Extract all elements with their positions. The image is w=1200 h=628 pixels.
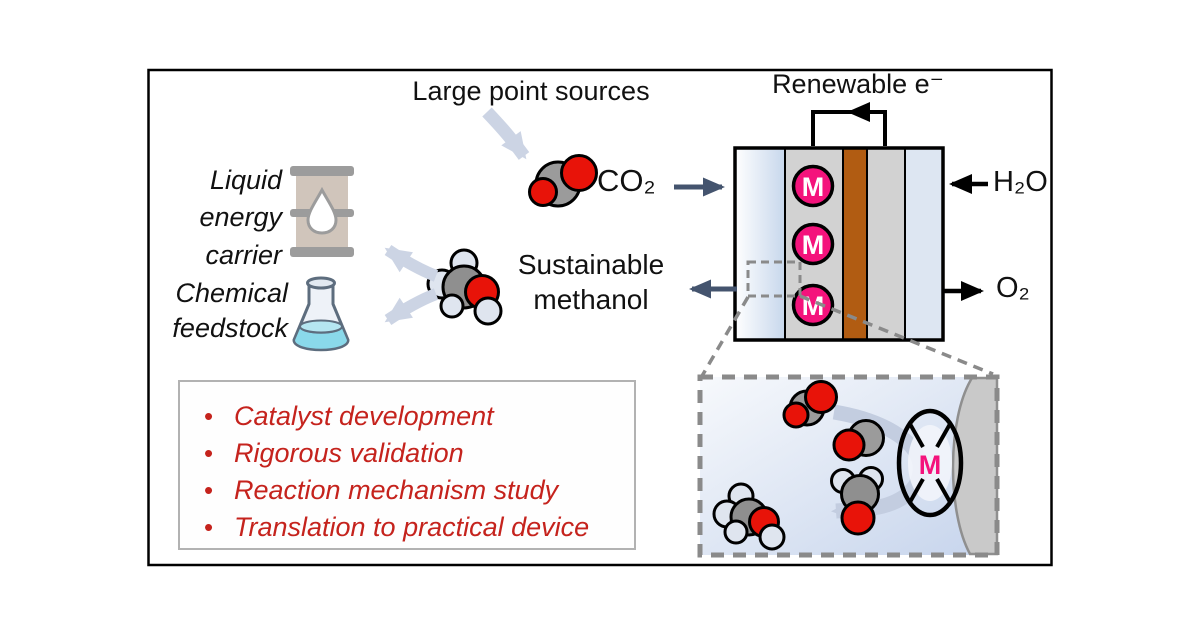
renewable-power-wire xyxy=(811,110,851,146)
oxygen-atom xyxy=(832,428,866,462)
bullet-icon: • xyxy=(204,401,214,431)
zoom-connector xyxy=(799,294,994,376)
list-item: • Rigorous validation xyxy=(204,435,634,472)
electrolyzer-outline xyxy=(733,146,945,342)
ligand-bond xyxy=(908,478,925,503)
oxygen-atom xyxy=(560,154,598,192)
barrel-band xyxy=(290,247,354,257)
goal-text: Catalyst development xyxy=(234,401,494,431)
methanol-product xyxy=(712,482,786,551)
flask-icon xyxy=(292,276,350,352)
goal-text: Rigorous validation xyxy=(234,438,464,468)
ligand-bond xyxy=(935,478,952,503)
ligand-bond xyxy=(935,423,952,448)
catalyst-m-label: M xyxy=(919,450,942,480)
oxygen-atom xyxy=(782,401,810,429)
oxygen-atom xyxy=(840,500,876,536)
ligand-ring xyxy=(896,408,964,518)
oil-drop-icon xyxy=(306,186,338,235)
zoom-connector xyxy=(700,296,750,377)
inset-dashed-border xyxy=(697,374,1000,558)
zoom-source-rect xyxy=(746,260,802,298)
catalyst-site xyxy=(791,222,835,266)
electrode-surface xyxy=(951,376,999,556)
list-item: • Catalyst development xyxy=(204,398,634,435)
molecular-catalyst-sites: M M M xyxy=(791,164,835,327)
chemical-feedstock-label: Chemical feedstock xyxy=(172,278,288,344)
hydrogen-atom xyxy=(758,523,786,551)
methanol-molecule xyxy=(426,248,503,326)
list-item: • Reaction mechanism study xyxy=(204,472,634,509)
catalyst-site xyxy=(791,164,835,208)
catalysis-zoom-inset: M xyxy=(697,374,1000,558)
catalyst-glow xyxy=(908,425,952,501)
anode-channel xyxy=(904,147,944,341)
point-source-arrow xyxy=(482,107,530,160)
catalyst-m-label: M xyxy=(802,172,825,202)
cathode-gas-channel xyxy=(734,147,786,341)
co2-label: CO₂ xyxy=(597,163,656,198)
co2-molecule-small xyxy=(782,380,838,429)
bullet-icon: • xyxy=(204,475,214,505)
molecular-catalyst-symbol: M xyxy=(896,408,964,518)
to-feedstock-arrow xyxy=(384,288,439,325)
to-energy-carrier-arrow xyxy=(384,245,439,282)
liquid-energy-carrier-label: Liquid energy carrier xyxy=(199,165,282,270)
bullet-icon: • xyxy=(204,438,214,468)
flask-mouth xyxy=(306,276,336,290)
anode-layer xyxy=(866,147,906,341)
liquid-surface xyxy=(299,319,343,334)
hydrogen-atom xyxy=(473,296,503,326)
goal-text: Reaction mechanism study xyxy=(234,475,559,505)
list-item: • Translation to practical device xyxy=(204,509,634,546)
research-goals-box: • Catalyst development • Rigorous validati… xyxy=(178,380,636,550)
large-point-sources-label: Large point sources xyxy=(412,76,650,106)
oxygen-atom xyxy=(528,177,558,207)
ligand-bond xyxy=(908,423,925,448)
barrel-band xyxy=(290,166,354,176)
hydrogen-atom xyxy=(439,293,465,319)
methanol-intermediate xyxy=(830,466,884,536)
o2-label: O₂ xyxy=(996,272,1030,304)
hydrogen-atom xyxy=(723,519,749,545)
membrane-layer xyxy=(842,147,868,341)
co2-molecule-small xyxy=(832,419,885,462)
catalyst-site xyxy=(791,283,835,327)
oxygen-atom xyxy=(804,380,838,414)
renewable-electrons-label: Renewable e⁻ xyxy=(772,69,944,99)
sustainable-methanol-label: Sustainable methanol xyxy=(517,249,665,315)
h2o-label: H₂O xyxy=(993,166,1048,198)
renewable-power-wire xyxy=(847,102,887,146)
catalyst-m-label: M xyxy=(802,230,825,260)
research-goals-list: • Catalyst development • Rigorous validati… xyxy=(204,398,634,546)
co2-molecule xyxy=(528,154,598,208)
oil-barrel-icon xyxy=(290,166,354,257)
goal-text: Translation to practical device xyxy=(234,512,590,542)
bullet-icon: • xyxy=(204,512,214,542)
